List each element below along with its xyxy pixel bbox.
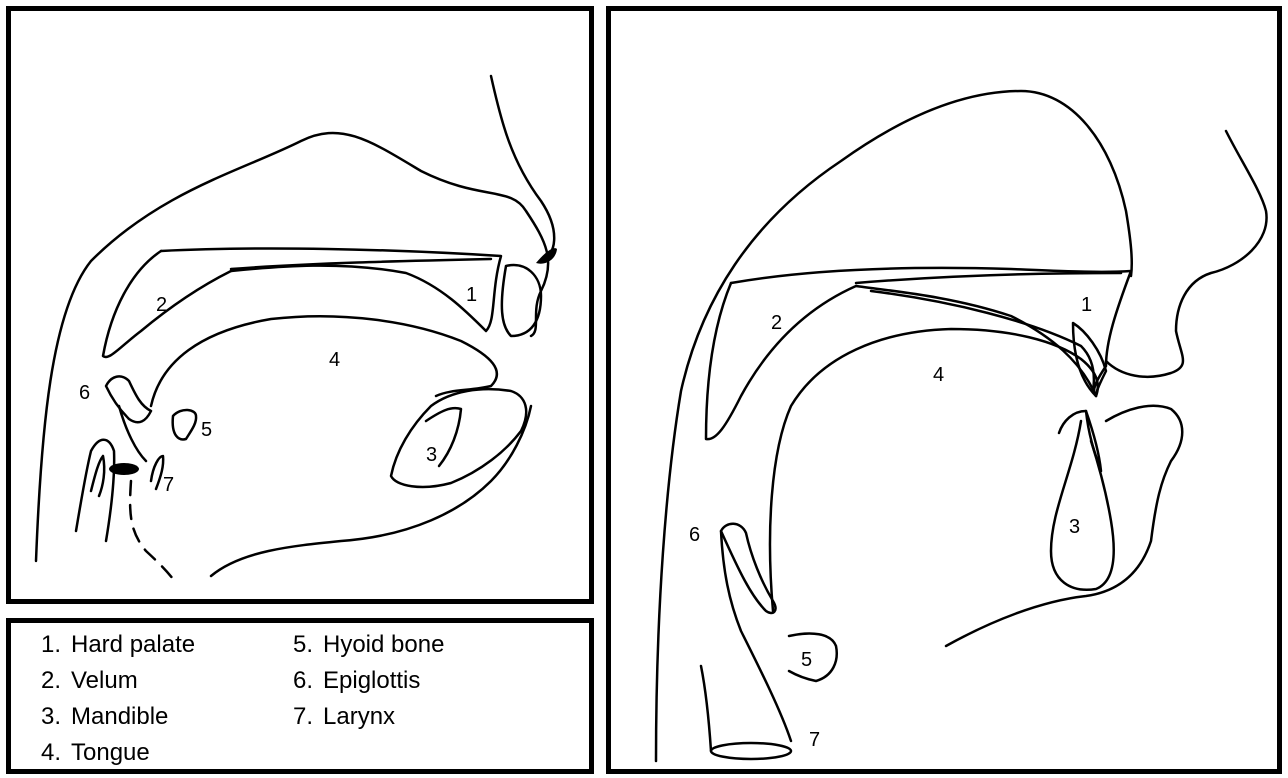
right-label-4: 4 [933, 364, 944, 386]
legend-item-3: 3.Mandible [21, 703, 168, 731]
left-label-1: 1 [466, 284, 477, 306]
legend-box: 1.Hard palate 2.Velum 3.Mandible 4.Tongu… [6, 618, 594, 774]
left-epiglottis [106, 376, 151, 422]
left-tongue-floor [211, 406, 531, 576]
left-label-5: 5 [201, 419, 212, 441]
right-epiglottis [721, 524, 775, 613]
left-diagram-panel: 1 2 3 4 5 6 7 [6, 6, 594, 604]
right-tongue-floor [946, 406, 1182, 646]
left-vocal-fold [109, 463, 139, 475]
right-palate-inner-2 [871, 291, 1094, 391]
right-larynx-opening [711, 743, 791, 759]
right-label-3: 3 [1069, 516, 1080, 538]
left-label-6: 6 [79, 382, 90, 404]
right-label-1: 1 [1081, 294, 1092, 316]
legend-item-7: 7.Larynx [273, 703, 395, 731]
left-nose-outline [491, 76, 554, 261]
right-palate-inner [856, 273, 1121, 283]
right-label-2: 2 [771, 312, 782, 334]
right-label-5: 5 [801, 649, 812, 671]
right-mandible [1051, 421, 1114, 590]
left-hyoid [173, 410, 196, 439]
right-head-outline [656, 91, 1132, 761]
left-label-3: 3 [426, 444, 437, 466]
left-vocal-tract-drawing: 1 2 3 4 5 6 7 [11, 11, 589, 599]
left-label-2: 2 [156, 294, 167, 316]
right-hyoid [789, 633, 837, 681]
right-label-7: 7 [809, 729, 820, 751]
legend-item-6: 6.Epiglottis [273, 667, 420, 695]
right-lower-incisor [1086, 411, 1101, 471]
right-larynx-back [701, 666, 711, 751]
legend-item-2: 2.Velum [21, 667, 138, 695]
legend-item-1: 1.Hard palate [21, 631, 195, 659]
legend-item-5: 5.Hyoid bone [273, 631, 444, 659]
left-mandible [391, 389, 526, 487]
right-label-6: 6 [689, 524, 700, 546]
left-label-7: 7 [163, 474, 174, 496]
left-dashed-airway [130, 481, 176, 583]
legend-item-4: 4.Tongue [21, 739, 150, 767]
right-hard-palate [731, 268, 1131, 396]
right-diagram-panel: 1 2 3 4 5 6 7 [606, 6, 1282, 774]
right-vocal-tract-drawing: 1 2 3 4 5 6 7 [611, 11, 1277, 769]
left-tongue [151, 316, 497, 406]
left-label-4: 4 [329, 349, 340, 371]
left-larynx-inner [91, 456, 104, 496]
left-larynx-lobe [151, 456, 163, 489]
left-larynx-wall [76, 440, 114, 541]
right-larynx-front [721, 531, 791, 741]
